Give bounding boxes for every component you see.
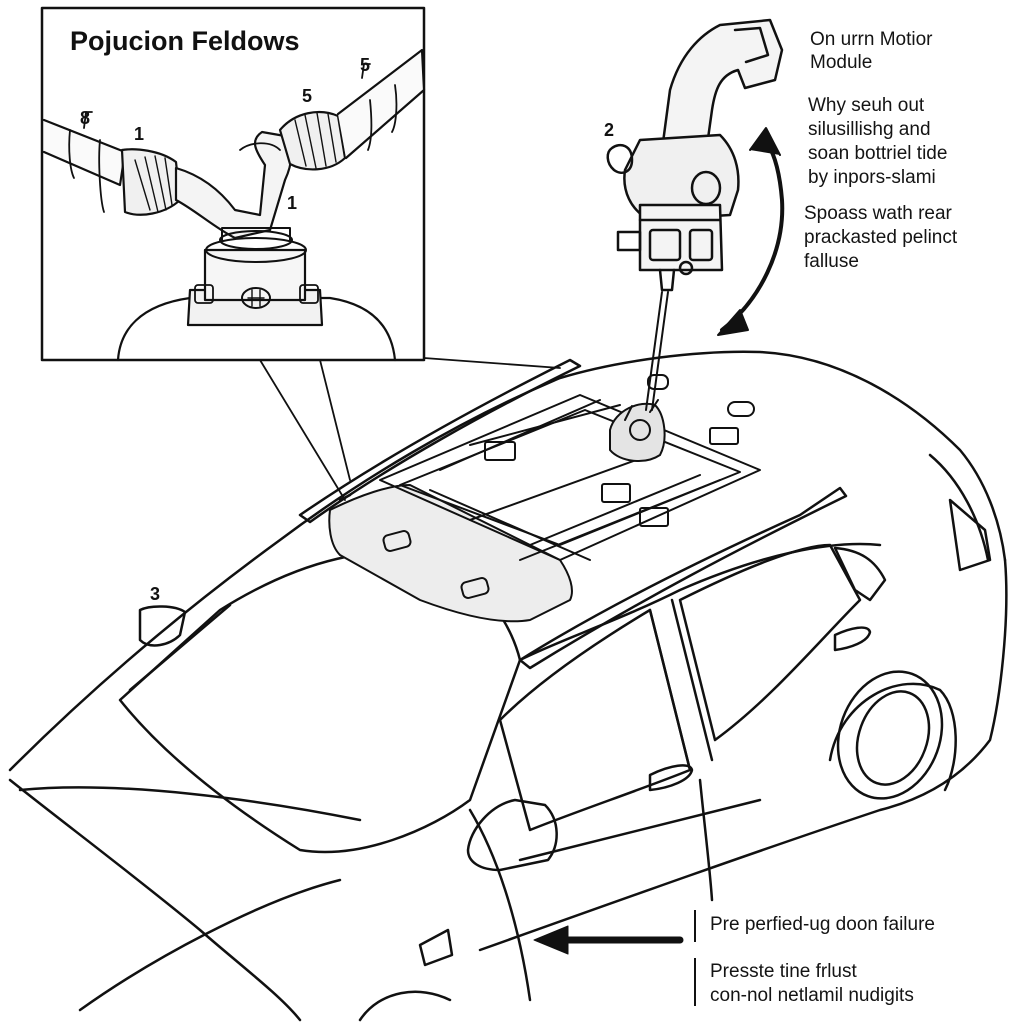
why-note-line3: soan bottriel tide (808, 143, 948, 164)
drive-cable (645, 291, 669, 411)
why-note-line1: Why seuh out (808, 95, 925, 116)
inset-detail (40, 6, 426, 362)
inset-title: Pojucion Feldows (70, 26, 300, 56)
module-label-line1: On urrn Motior (810, 29, 933, 50)
callout-5-center: 5 (302, 86, 313, 106)
sunroof-assembly (328, 394, 761, 623)
callout-2: 2 (604, 120, 615, 140)
why-note-line4: by inpors-slami (808, 167, 936, 188)
pre-note-line1: Pre perfied-ug doon failure (710, 914, 935, 935)
pre-note-bar (694, 910, 696, 942)
inset-leader-lines (259, 357, 561, 501)
spoass-note-line1: Spoass wath rear (804, 203, 952, 224)
callout-5-right: 5 (360, 55, 371, 75)
motion-arrows (717, 127, 785, 336)
callout-8: 8 (80, 108, 91, 128)
callout-1-left: 1 (134, 124, 145, 144)
spoass-note-line2: prackasted pelinct (804, 227, 958, 248)
presste-note-bar (694, 958, 696, 1006)
why-note-line2: silusillishg and (808, 119, 931, 140)
callout-1-joint: 1 (287, 193, 298, 213)
motor-module (606, 18, 784, 292)
spoass-note-line3: falluse (804, 251, 859, 272)
presste-note-line1: Presste tine frlust (710, 961, 857, 982)
module-label-line2: Module (810, 52, 873, 73)
presste-note-line2: con-nol netlamil nudigits (710, 985, 914, 1006)
callout-3: 3 (150, 584, 161, 604)
roof-rails (298, 358, 848, 670)
failure-arrow (533, 925, 684, 955)
